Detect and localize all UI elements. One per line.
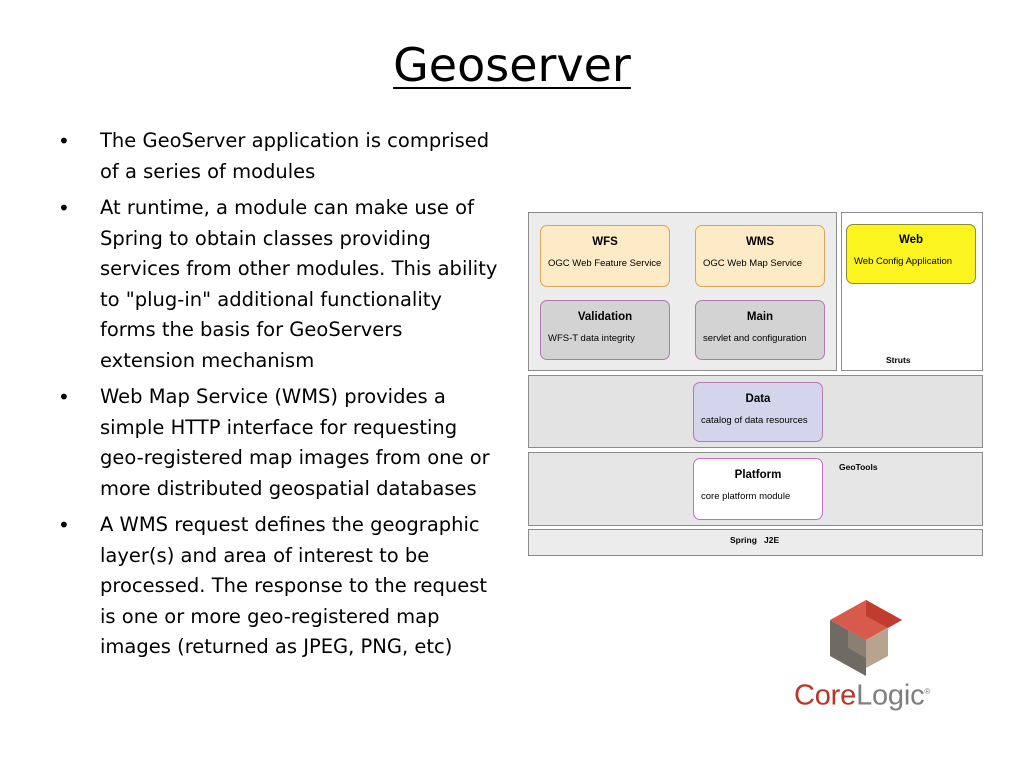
geotools-label: GeoTools (839, 462, 878, 472)
bullet-item: A WMS request defines the geographic lay… (58, 510, 498, 663)
web-module: Web Web Config Application (846, 224, 976, 284)
module-title: Validation (577, 311, 633, 323)
module-desc: OGC Web Map Service (703, 258, 803, 269)
wfs-module: WFS OGC Web Feature Service (540, 225, 670, 287)
bullet-item: At runtime, a module can make use of Spr… (58, 193, 498, 376)
main-module: Main servlet and configuration (695, 300, 825, 360)
data-module: Data catalog of data resources (693, 382, 823, 442)
architecture-diagram: WFS OGC Web Feature Service WMS OGC Web … (528, 212, 984, 557)
validation-module: Validation WFS-T data integrity (540, 300, 670, 360)
platform-module: Platform core platform module (693, 458, 823, 520)
module-desc: WFS-T data integrity (548, 333, 635, 344)
module-title: Data (745, 393, 771, 405)
logo-word-logic: Logic (856, 679, 925, 712)
bullet-list: The GeoServer application is comprised o… (58, 126, 498, 669)
wms-module: WMS OGC Web Map Service (695, 225, 825, 287)
module-desc: catalog of data resources (701, 415, 808, 426)
module-title: Main (746, 311, 774, 323)
module-desc: Web Config Application (854, 256, 953, 267)
registered-mark: ® (924, 687, 931, 696)
module-title: WFS (592, 236, 618, 248)
struts-label: Struts (886, 355, 911, 365)
module-desc: servlet and configuration (703, 333, 807, 344)
spring-label: Spring J2E (730, 535, 780, 545)
spring-panel (528, 529, 983, 556)
slide-title: Geoserver (393, 38, 631, 92)
module-title: Platform (734, 469, 782, 481)
bullet-item: The GeoServer application is comprised o… (58, 126, 498, 187)
module-title: WMS (745, 236, 775, 248)
module-desc: core platform module (701, 491, 791, 502)
module-desc: OGC Web Feature Service (548, 258, 662, 269)
module-title: Web (898, 234, 924, 246)
corelogic-wordmark: CoreLogic® (794, 675, 930, 713)
bullet-item: Web Map Service (WMS) provides a simple … (58, 382, 498, 504)
corelogic-logo: CoreLogic® (794, 598, 944, 713)
corelogic-mark-icon (830, 600, 902, 676)
logo-word-core: Core (794, 679, 857, 712)
